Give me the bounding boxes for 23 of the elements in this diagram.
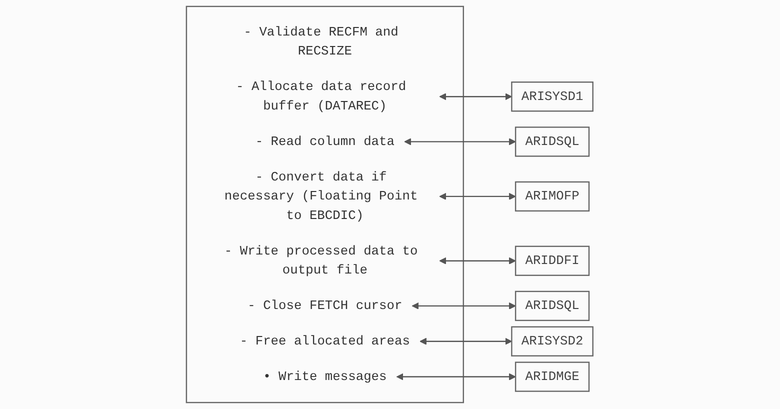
- arrow: [412, 302, 516, 310]
- node-box: ARIDDFI: [515, 246, 590, 276]
- arrow: [440, 93, 512, 100]
- node-text: - Read column data: [256, 134, 395, 149]
- arrow: [440, 257, 516, 264]
- arrow: [440, 192, 516, 200]
- node-text: - Close FETCH cursor: [248, 298, 403, 314]
- node-text: - Free allocated areas: [240, 334, 410, 349]
- node-text: • Write messages: [263, 370, 388, 384]
- node-box: ARIDSQL: [515, 290, 590, 322]
- node-box: ARIDMGE: [515, 362, 590, 392]
- arrow: [420, 338, 512, 345]
- node-text: - Validate RECFM and RECSIZE: [244, 24, 399, 59]
- node-text: - Write processed data to output file: [224, 244, 418, 278]
- node-box: ARIDSQL: [515, 126, 590, 157]
- node-box: ARIMOFP: [515, 181, 590, 212]
- arrow: [396, 373, 516, 380]
- node-box: ARISYSD1: [511, 82, 594, 112]
- cluster: [186, 6, 464, 404]
- node-box: ARISYSD2: [511, 326, 594, 356]
- node-text: - Convert data if necessary (Floating Point to EBCDIC): [224, 170, 418, 224]
- node-text: - Allocate data record buffer (DATAREC): [236, 80, 406, 114]
- arrow: [404, 138, 516, 146]
